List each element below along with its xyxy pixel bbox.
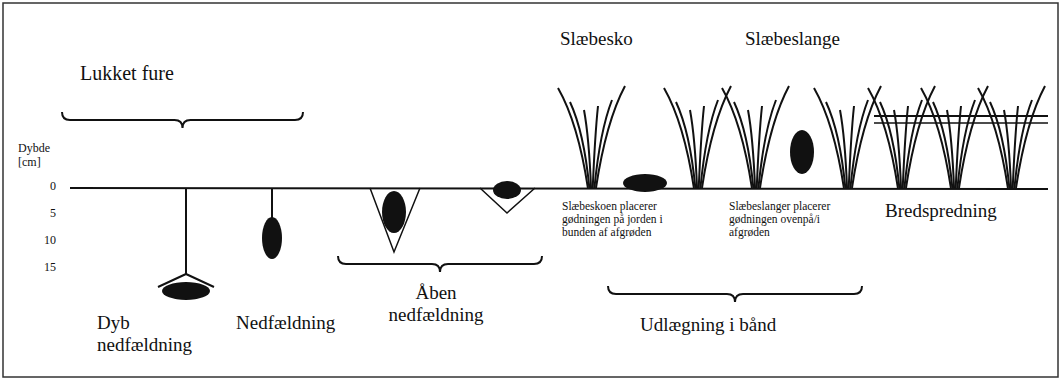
plant-leaf	[758, 100, 776, 188]
manure-band	[623, 174, 667, 192]
plant-leaf	[1014, 100, 1032, 188]
plant-leaf	[1004, 110, 1011, 188]
depth-number: 5	[50, 207, 56, 221]
plant-leaf	[700, 100, 718, 188]
label-text: Udlægning i bånd	[640, 314, 776, 336]
manure-deposit	[262, 217, 282, 259]
plant-leaf	[570, 102, 589, 188]
label-text: Lukket fure	[80, 62, 174, 85]
plant-leaf	[921, 88, 951, 188]
plant-leaf	[584, 110, 591, 188]
plant-leaf	[840, 110, 847, 188]
plant-leaf	[990, 102, 1009, 188]
plant-leaf	[1016, 86, 1045, 188]
injector-tine	[185, 188, 187, 274]
plant-leaf	[664, 88, 694, 188]
group-brace	[608, 286, 862, 302]
group-brace	[338, 256, 542, 272]
plant-leaf	[814, 88, 844, 188]
group-brace	[62, 112, 303, 128]
plant-leaf	[690, 110, 697, 188]
plant-leaf	[734, 102, 753, 188]
depth-number: 0	[50, 180, 56, 194]
plant-leaf	[868, 88, 898, 188]
manure-film	[874, 122, 1048, 124]
plant-leaf	[959, 86, 988, 188]
frame	[3, 3, 1058, 377]
plant-leaf	[880, 102, 899, 188]
plant-leaf	[978, 88, 1008, 188]
plant-leaf	[933, 102, 952, 188]
label-text: Dybde [cm]	[18, 142, 58, 170]
plant-leaf	[947, 110, 954, 188]
plant-leaf	[904, 100, 922, 188]
depth-number: 15	[44, 261, 56, 275]
plant-leaf	[748, 110, 755, 188]
plant-leaf	[676, 102, 695, 188]
label-text: Bredspredning	[885, 200, 997, 222]
open-slot	[370, 188, 420, 252]
plant-leaf	[594, 100, 612, 188]
plant-leaf	[957, 100, 975, 188]
plant-leaf	[722, 88, 752, 188]
manure-deposit	[493, 181, 521, 199]
ground-line	[70, 188, 1048, 189]
manure-band	[790, 130, 814, 174]
manure-deposit	[382, 191, 406, 233]
label-text: Nedfældning	[236, 312, 335, 334]
label-text: Dyb nedfældning	[97, 312, 207, 356]
plant-leaf	[596, 86, 625, 188]
plant-leaf	[760, 86, 789, 188]
plant-leaf	[852, 86, 881, 188]
plant-leaf	[850, 100, 868, 188]
plant-leaf	[558, 88, 588, 188]
plant-leaf	[702, 86, 731, 188]
label-text: Slæbesko	[560, 28, 633, 50]
label-text: Slæbeskoen placerer gødningen på jorden …	[562, 200, 676, 240]
label-text: Slæbeslanger placerer gødningen ovenpå/i…	[729, 200, 847, 240]
injector-tine	[271, 188, 273, 218]
depth-number: 10	[44, 234, 56, 248]
label-text: Åben nedfældning	[376, 282, 496, 326]
label-text: Slæbeslange	[745, 28, 840, 50]
manure-deposit	[162, 282, 210, 300]
plant-leaf	[894, 110, 901, 188]
plant-leaf	[906, 86, 935, 188]
plant-leaf	[826, 102, 845, 188]
